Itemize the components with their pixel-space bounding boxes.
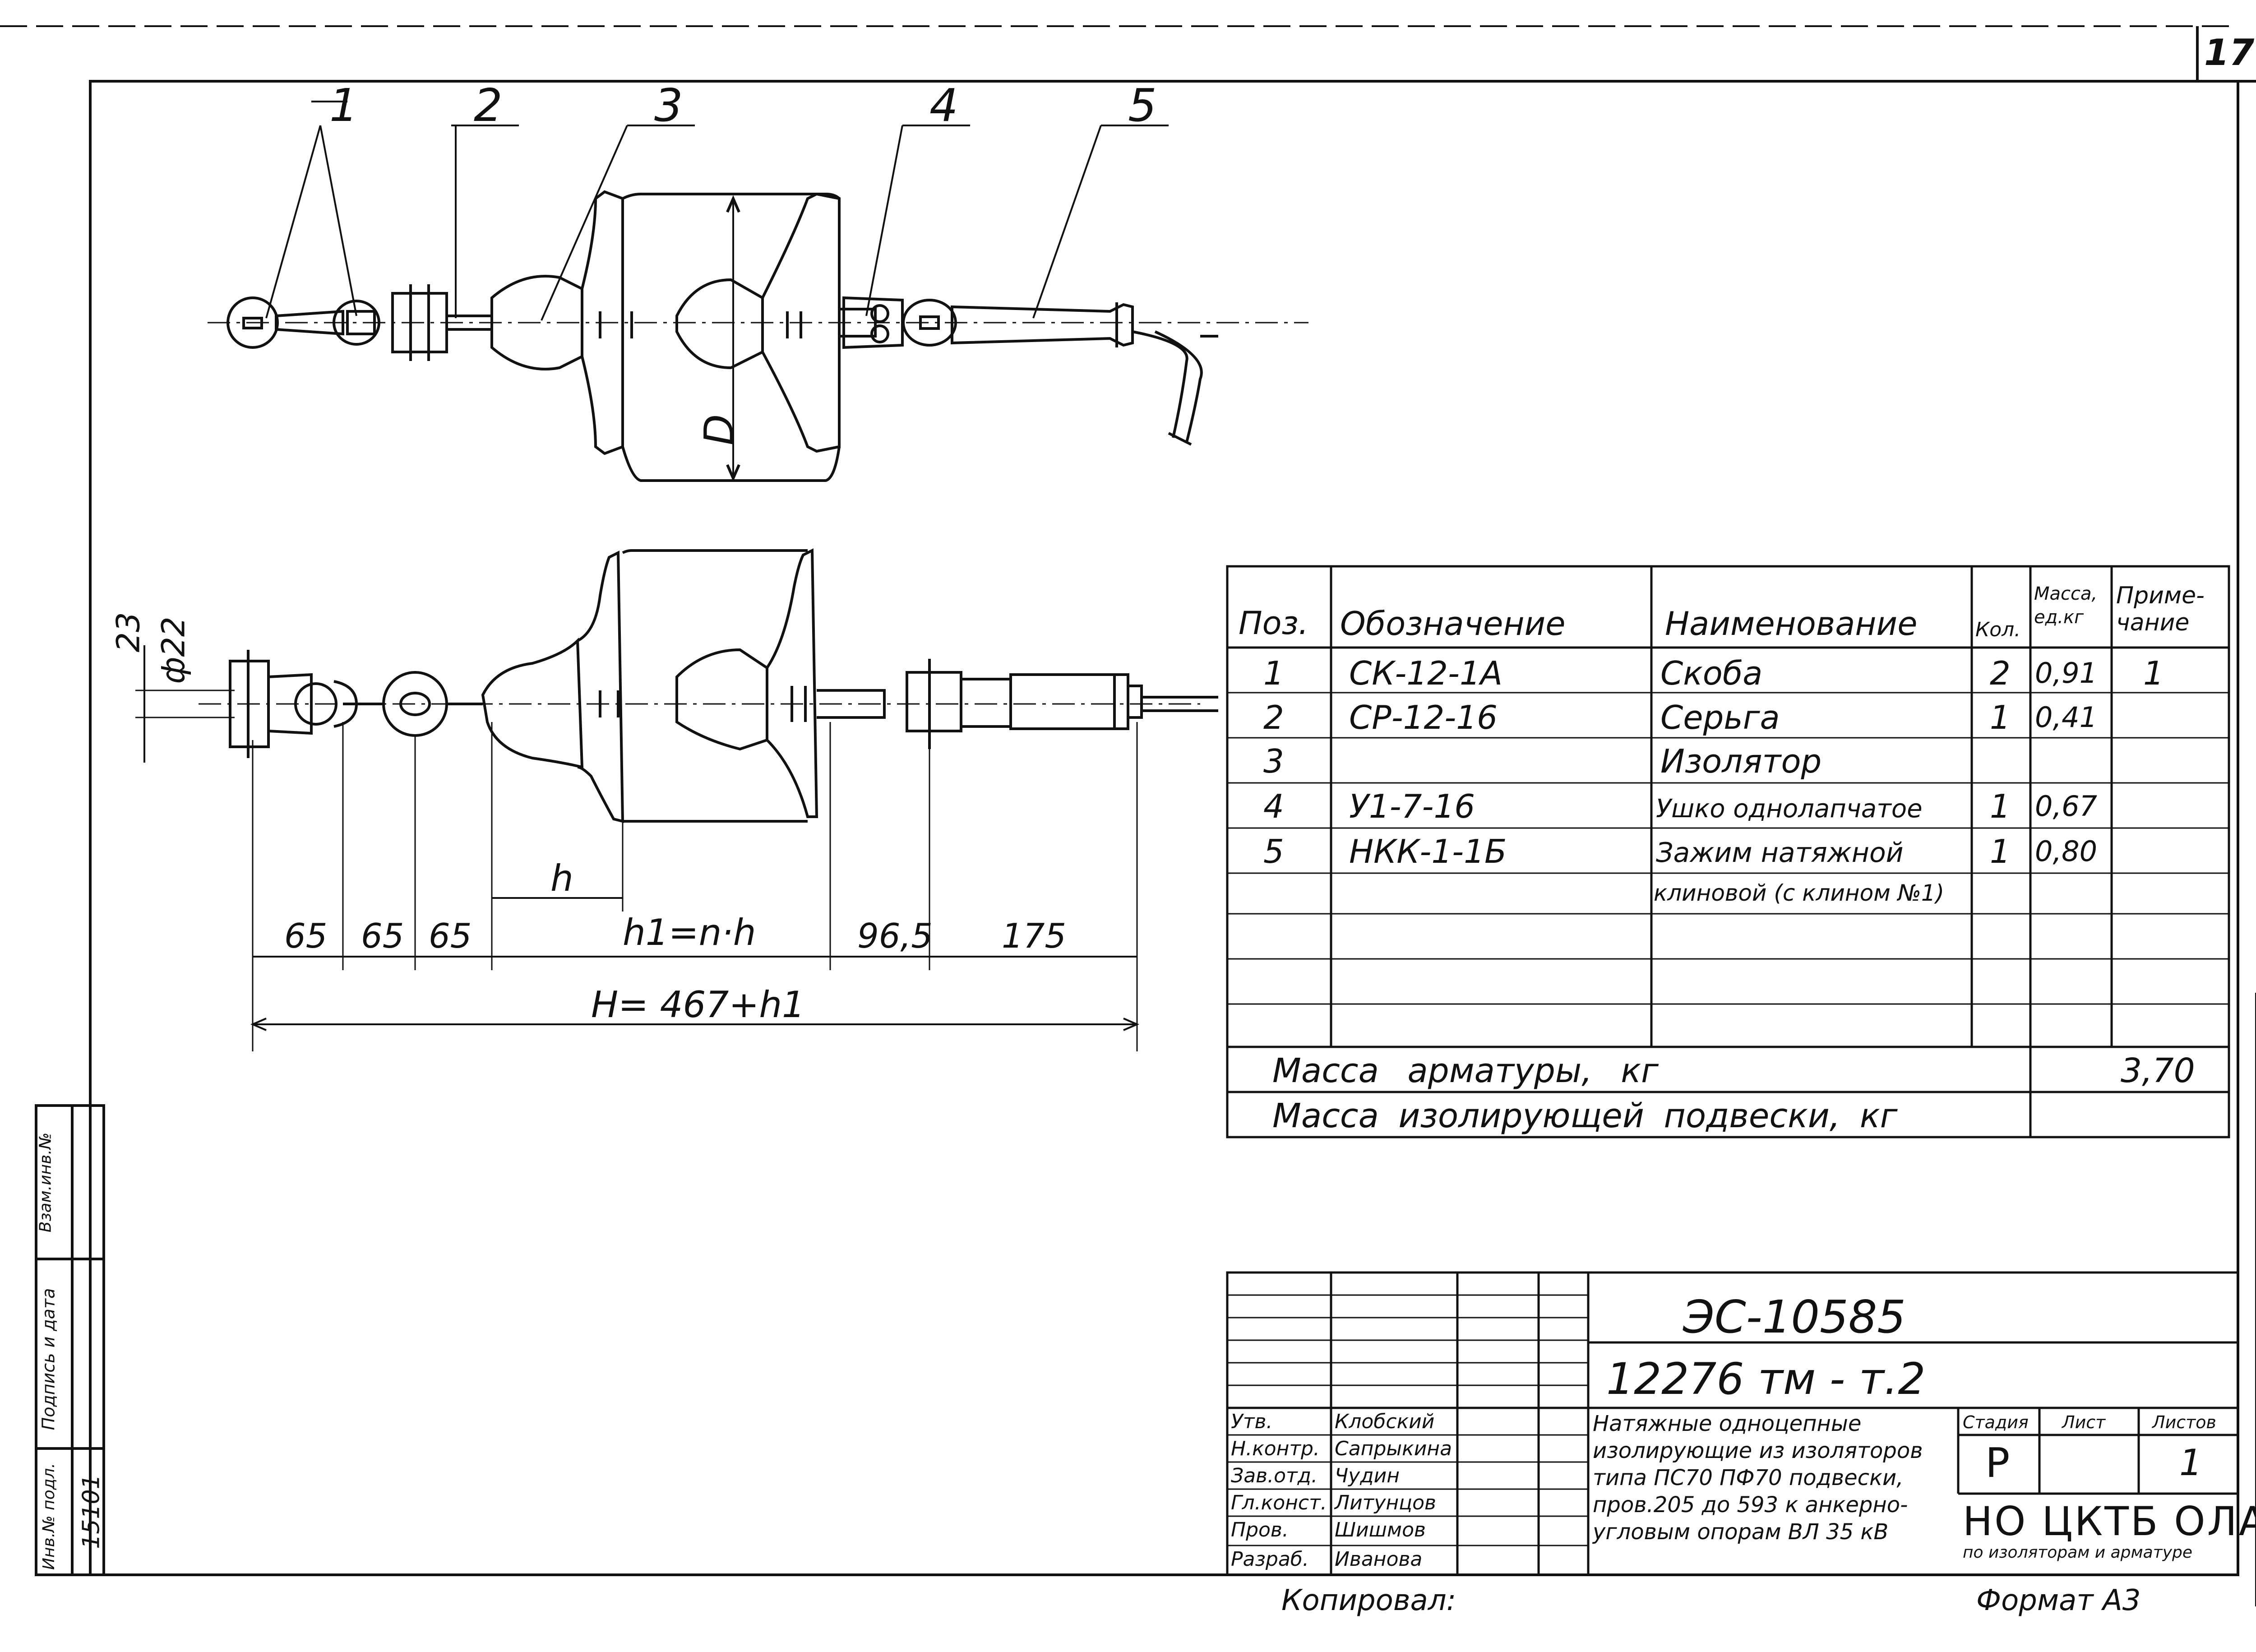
dim-23: 23 (110, 612, 147, 652)
sheet-number: 17 (2204, 32, 2255, 74)
row-4-designation: У1-7-16 (1349, 787, 1475, 825)
callout-2: 2 (474, 79, 503, 132)
dim-seg-2: 65 (361, 916, 404, 956)
callout-3: 3 (654, 79, 683, 132)
dim-seg-3: 65 (429, 916, 472, 956)
col-header-designation: Обозначение (1340, 605, 1566, 643)
name-1: Клобский (1335, 1410, 1435, 1433)
row-2-name: Серьга (1660, 699, 1780, 736)
dim-seg-5: 96,5 (857, 916, 933, 956)
sign-date-label: Подпись и дата (38, 1288, 59, 1430)
row-1-designation: СК-12-1А (1349, 654, 1503, 692)
mass-fittings-label: Масса арматуры, кг (1272, 1051, 1659, 1090)
row-2-qty: 1 (1990, 699, 2011, 736)
callout-4: 4 (929, 79, 958, 132)
row-1-qty: 2 (1990, 654, 2011, 692)
dim-seg-1: 65 (284, 916, 328, 956)
stage-label: Стадия (1963, 1412, 2029, 1432)
stage-value: Р (1985, 1439, 2010, 1487)
callout-5: 5 (1128, 79, 1157, 132)
name-6: Иванова (1335, 1548, 1423, 1571)
row-2-designation: СР-12-16 (1349, 699, 1498, 736)
col-header-qty: Кол. (1975, 618, 2021, 641)
row-4-name: Ушко однолапчатое (1656, 794, 1923, 824)
sheets-value: 1 (2179, 1442, 2202, 1484)
left-strip (35, 1104, 105, 1576)
row-3-pos: 3 (1263, 742, 1284, 780)
row-1-mass: 0,91 (2035, 657, 2098, 689)
row-1-pos: 1 (1263, 654, 1284, 692)
col-header-note: Приме- чание (2116, 582, 2205, 636)
row-4-qty: 1 (1990, 787, 2011, 825)
row-4-pos: 4 (1263, 787, 1284, 825)
dim-seg-6: 175 (1002, 916, 1067, 956)
side-view (135, 548, 1218, 1051)
callout-1: 1 (329, 79, 358, 132)
mass-suspension-label: Масса изолирующей подвески, кг (1272, 1097, 1898, 1135)
inv-label: Инв.№ подл. (39, 1463, 58, 1570)
dim-h1: h1=n·h (623, 912, 756, 953)
col-header-name: Наименование (1665, 605, 1918, 643)
dim-d22: ф22 (155, 616, 192, 684)
drawing-title: Натяжные одноцепные изолирующие из изоля… (1593, 1411, 1923, 1545)
dim-h: h (550, 857, 573, 899)
title-block-grid (1226, 1271, 2239, 1576)
copied-by: Копировал: (1281, 1584, 1456, 1617)
row-5-name: Зажим натяжной (1656, 837, 1904, 869)
row-5-designation: НКК-1-1Б (1349, 833, 1507, 870)
col-header-pos: Поз. (1239, 605, 1308, 642)
doc-number: 12276 тм - т.2 (1606, 1354, 1926, 1404)
name-2: Сапрыкина (1335, 1437, 1452, 1460)
role-6: Разраб. (1231, 1548, 1309, 1571)
row-3-name: Изолятор (1660, 742, 1822, 780)
sheet-format: Формат А3 (1976, 1584, 2141, 1617)
row-2-pos: 2 (1263, 699, 1284, 736)
role-1: Утв. (1231, 1410, 1273, 1433)
role-4: Гл.конст. (1231, 1491, 1327, 1514)
row-6-name: клиновой (с клином №1) (1654, 880, 1945, 906)
row-5-pos: 5 (1263, 833, 1284, 870)
sheet-frame (89, 80, 2239, 1576)
col-header-mass: Масса, ед.кг (2034, 583, 2098, 628)
name-5: Шишмов (1335, 1518, 1426, 1541)
row-4-mass: 0,67 (2035, 790, 2098, 823)
spec-table-grid (1226, 565, 2230, 1138)
row-1-name: Скоба (1660, 654, 1763, 692)
sheet-label: Лист (2062, 1412, 2106, 1432)
doc-code: ЭС-10585 (1683, 1291, 1906, 1343)
role-5: Пров. (1231, 1518, 1289, 1541)
role-3: Зав.отд. (1231, 1464, 1318, 1487)
role-2: Н.контр. (1231, 1437, 1320, 1460)
dim-total: H= 467+h1 (591, 984, 805, 1026)
replace-inv-label: Взам.инв.№ (36, 1132, 55, 1233)
row-5-qty: 1 (1990, 833, 2011, 870)
row-2-mass: 0,41 (2035, 701, 2098, 734)
org-name: НО ЦКТБ ОЛА (1963, 1498, 2256, 1545)
row-5-mass: 0,80 (2035, 835, 2098, 868)
name-4: Литунцов (1335, 1491, 1436, 1514)
inv-value: 15101 (78, 1474, 105, 1549)
name-3: Чудин (1335, 1464, 1400, 1487)
diameter-label: D (696, 414, 744, 446)
row-1-note: 1 (2143, 654, 2164, 692)
mass-fittings-value: 3,70 (2121, 1051, 2195, 1090)
sheets-label: Листов (2152, 1412, 2216, 1432)
top-view (208, 101, 1308, 482)
org-subtitle: по изоляторам и арматуре (1963, 1543, 2192, 1562)
